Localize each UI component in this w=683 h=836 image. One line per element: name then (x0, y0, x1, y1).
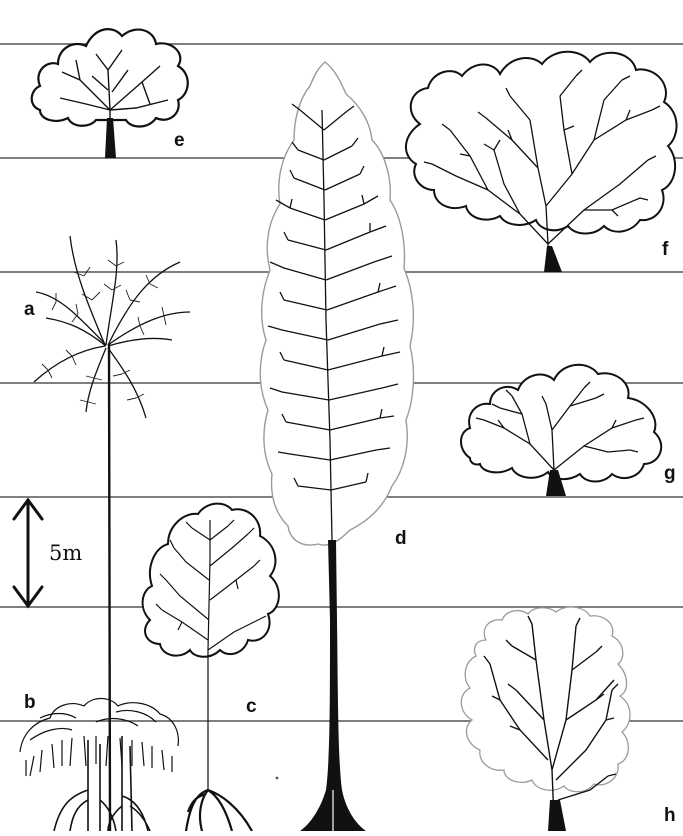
scale-bar-arrow (14, 500, 42, 606)
tree-c (143, 504, 279, 831)
tree-label-f: f (662, 240, 668, 259)
tree-label-c: c (246, 697, 257, 716)
tree-d-trunk (300, 540, 366, 831)
tree-label-e: e (174, 131, 185, 150)
tree-f (406, 52, 677, 272)
tree-f-crown (406, 52, 677, 234)
tree-h-crown (461, 607, 630, 792)
tree-c-stilt-roots (186, 790, 252, 831)
tree-h-trunk (548, 800, 566, 831)
tree-b-canopy (20, 699, 178, 777)
tree-label-b: b (24, 693, 36, 712)
tree-a (34, 236, 190, 831)
tree-label-d: d (395, 529, 407, 548)
tree-label-a: a (24, 300, 35, 319)
scale-bar-label: 5m (49, 543, 82, 564)
tree-e-trunk (105, 118, 116, 158)
tree-g (461, 365, 661, 496)
tree-c-crown (143, 504, 279, 657)
tree-b-stems (54, 736, 150, 831)
tree-b (20, 699, 178, 832)
tree-f-trunk (544, 246, 562, 272)
tree-label-g: g (664, 464, 676, 483)
tree-label-h: h (664, 806, 676, 825)
tree-h (461, 607, 630, 831)
speck (276, 777, 279, 780)
tree-d-crown (260, 62, 413, 545)
tree-d (260, 62, 413, 831)
tree-a-trunk (109, 344, 110, 831)
tree-e (32, 29, 188, 158)
